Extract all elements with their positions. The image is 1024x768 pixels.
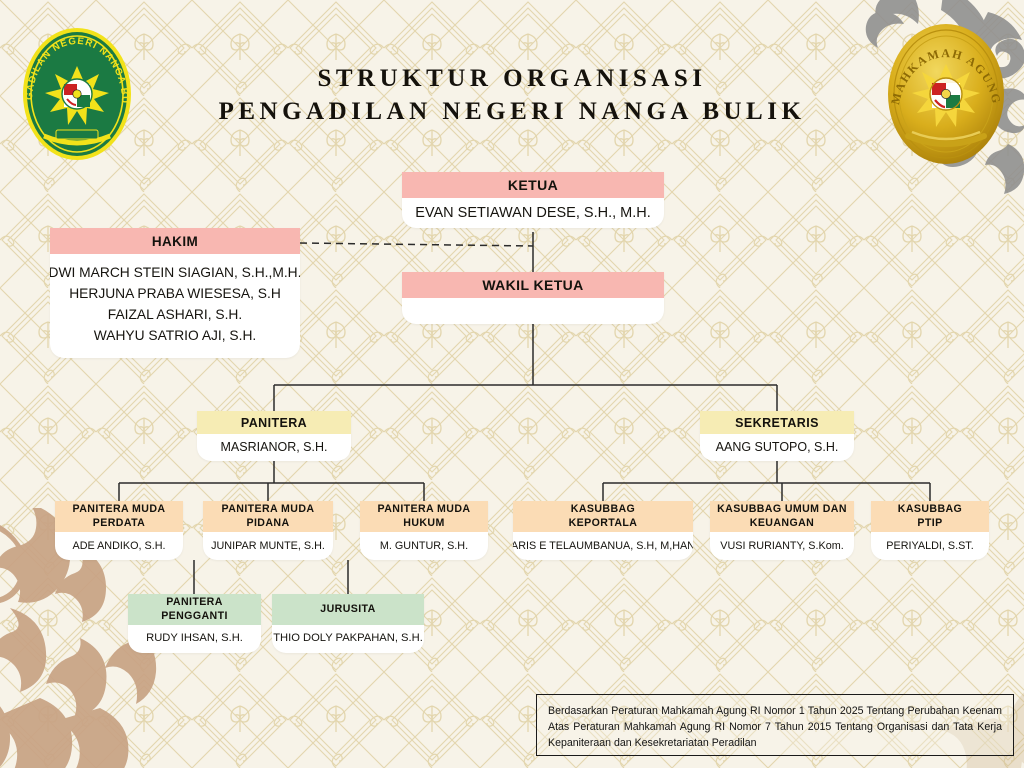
node-panitera-muda-hukum-title-line-1: PANITERA MUDA <box>377 502 471 515</box>
node-panitera-pengganti[interactable]: PANITERA PENGGANTI RUDY IHSAN, S.H. <box>128 594 261 653</box>
pengadilan-negeri-nanga-bulik-logo: PENGADILAN NEGERI NANGA BULIK <box>18 24 131 160</box>
node-panitera-pengganti-name: RUDY IHSAN, S.H. <box>146 632 243 645</box>
node-kasubbag-keportala-title-line-2: KEPORTALA <box>568 516 638 529</box>
edge-ketua-hakim <box>299 242 534 247</box>
node-panitera-name: MASRIANOR, S.H. <box>220 440 328 454</box>
mahkamah-agung-logo: MAHKAMAH AGUNG <box>888 24 1004 164</box>
footnote-text: Berdasarkan Peraturan Mahkamah Agung RI … <box>548 705 1002 750</box>
node-ketua-title: KETUA <box>402 172 664 198</box>
node-panitera-muda-hukum-name: M. GUNTUR, S.H. <box>379 539 469 552</box>
node-kasubbag-keportala-body: ARIS E TELAUMBANUA, S.H, M,HAN <box>513 532 693 560</box>
node-sekretaris[interactable]: SEKRETARIS AANG SUTOPO, S.H. <box>700 411 854 461</box>
title-line-2: PENGADILAN NEGERI NANGA BULIK <box>218 98 806 125</box>
node-wakil-ketua[interactable]: WAKIL KETUA <box>402 272 664 324</box>
node-panitera-title: PANITERA <box>197 411 351 434</box>
node-panitera-muda-pidana-title-line-2: PIDANA <box>246 516 290 529</box>
node-panitera-pengganti-body: RUDY IHSAN, S.H. <box>128 625 261 653</box>
node-kasubbag-ptip-title-line-2: PTIP <box>917 516 943 529</box>
node-panitera-muda-hukum[interactable]: PANITERA MUDA HUKUM M. GUNTUR, S.H. <box>360 501 488 560</box>
node-panitera-muda-pidana-body: JUNIPAR MUNTE, S.H. <box>203 532 333 560</box>
node-kasubbag-ptip-name: PERIYALDI, S.ST. <box>886 539 974 552</box>
node-panitera-pengganti-title: PANITERA PENGGANTI <box>128 594 261 625</box>
node-panitera-pengganti-title-line-1: PANITERA <box>166 595 223 608</box>
node-panitera-pengganti-title-line-2: PENGGANTI <box>161 609 228 622</box>
node-hakim-title: HAKIM <box>50 228 300 254</box>
node-panitera-muda-perdata-name: ADE ANDIKO, S.H. <box>72 539 166 552</box>
node-kasubbag-umum-dan-keuangan-title: KASUBBAG UMUM DAN KEUANGAN <box>710 501 854 532</box>
node-sekretaris-body: AANG SUTOPO, S.H. <box>700 434 854 461</box>
node-wakil-ketua-title: WAKIL KETUA <box>402 272 664 298</box>
title-line-1: STRUKTUR ORGANISASI <box>317 65 707 92</box>
node-kasubbag-keportala-title-line-1: KASUBBAG <box>570 502 636 515</box>
node-ketua-body: EVAN SETIAWAN DESE, S.H., M.H. <box>402 198 664 228</box>
node-panitera-muda-perdata-title: PANITERA MUDA PERDATA <box>55 501 183 532</box>
node-jurusita[interactable]: JURUSITA THIO DOLY PAKPAHAN, S.H. <box>272 594 424 653</box>
node-kasubbag-umum-dan-keuangan-title-line-1: KASUBBAG UMUM DAN <box>717 502 847 515</box>
node-panitera-muda-perdata[interactable]: PANITERA MUDA PERDATA ADE ANDIKO, S.H. <box>55 501 183 560</box>
node-panitera-muda-perdata-body: ADE ANDIKO, S.H. <box>55 532 183 560</box>
node-panitera[interactable]: PANITERA MASRIANOR, S.H. <box>197 411 351 461</box>
node-kasubbag-umum-dan-keuangan[interactable]: KASUBBAG UMUM DAN KEUANGAN VUSI RURIANTY… <box>710 501 854 560</box>
node-kasubbag-umum-dan-keuangan-title-line-2: KEUANGAN <box>749 516 815 529</box>
node-kasubbag-keportala-name: ARIS E TELAUMBANUA, S.H, M,HAN <box>513 539 693 552</box>
node-kasubbag-ptip-title: KASUBBAG PTIP <box>871 501 989 532</box>
node-kasubbag-ptip-title-line-1: KASUBBAG <box>897 502 963 515</box>
node-panitera-muda-hukum-title-line-2: HUKUM <box>403 516 445 529</box>
node-jurusita-title-line-1: JURUSITA <box>320 602 376 615</box>
node-wakil-ketua-body <box>402 298 664 324</box>
node-jurusita-body: THIO DOLY PAKPAHAN, S.H. <box>272 625 424 653</box>
node-panitera-muda-perdata-title-line-2: PERDATA <box>92 516 146 529</box>
node-hakim-name-3: FAIZAL ASHARI, S.H. <box>107 307 243 322</box>
node-kasubbag-umum-dan-keuangan-name: VUSI RURIANTY, S.Kom. <box>720 539 844 552</box>
node-sekretaris-name: AANG SUTOPO, S.H. <box>715 440 839 454</box>
node-panitera-muda-pidana-name: JUNIPAR MUNTE, S.H. <box>211 539 325 552</box>
node-jurusita-title: JURUSITA <box>272 594 424 625</box>
node-panitera-muda-pidana-title-line-1: PANITERA MUDA <box>221 502 315 515</box>
node-hakim-body: DWI MARCH STEIN SIAGIAN, S.H.,M.H. HERJU… <box>50 254 300 358</box>
node-panitera-muda-pidana[interactable]: PANITERA MUDA PIDANA JUNIPAR MUNTE, S.H. <box>203 501 333 560</box>
node-ketua[interactable]: KETUA EVAN SETIAWAN DESE, S.H., M.H. <box>402 172 664 228</box>
node-sekretaris-title: SEKRETARIS <box>700 411 854 434</box>
node-jurusita-name: THIO DOLY PAKPAHAN, S.H. <box>273 632 423 645</box>
node-hakim-name-2: HERJUNA PRABA WIESESA, S.H <box>69 286 281 302</box>
node-hakim[interactable]: HAKIM DWI MARCH STEIN SIAGIAN, S.H.,M.H.… <box>50 228 300 358</box>
node-hakim-name-1: DWI MARCH STEIN SIAGIAN, S.H.,M.H. <box>50 265 300 281</box>
node-kasubbag-umum-dan-keuangan-body: VUSI RURIANTY, S.Kom. <box>710 532 854 560</box>
node-panitera-muda-perdata-title-line-1: PANITERA MUDA <box>72 502 166 515</box>
node-hakim-name-4: WAHYU SATRIO AJI, S.H. <box>93 327 257 343</box>
footnote-box: Berdasarkan Peraturan Mahkamah Agung RI … <box>536 694 1014 756</box>
node-panitera-muda-hukum-body: M. GUNTUR, S.H. <box>360 532 488 560</box>
node-kasubbag-keportala[interactable]: KASUBBAG KEPORTALA ARIS E TELAUMBANUA, S… <box>513 501 693 560</box>
node-kasubbag-ptip-body: PERIYALDI, S.ST. <box>871 532 989 560</box>
page-title: STRUKTUR ORGANISASI PENGADILAN NEGERI NA… <box>0 62 1024 128</box>
node-ketua-name: EVAN SETIAWAN DESE, S.H., M.H. <box>415 204 651 221</box>
node-kasubbag-keportala-title: KASUBBAG KEPORTALA <box>513 501 693 532</box>
node-panitera-muda-pidana-title: PANITERA MUDA PIDANA <box>203 501 333 532</box>
node-kasubbag-ptip[interactable]: KASUBBAG PTIP PERIYALDI, S.ST. <box>871 501 989 560</box>
node-panitera-muda-hukum-title: PANITERA MUDA HUKUM <box>360 501 488 532</box>
node-panitera-body: MASRIANOR, S.H. <box>197 434 351 461</box>
